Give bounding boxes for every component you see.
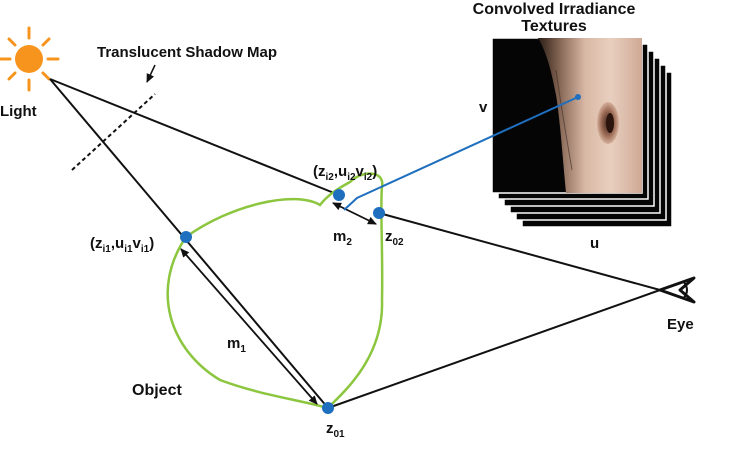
point-z02 — [373, 207, 385, 219]
object-outline — [166, 172, 384, 410]
shadow-map-plane — [71, 93, 156, 171]
texture-title-line2: Textures — [521, 18, 587, 35]
shadow-map-label: Translucent Shadow Map — [97, 44, 277, 61]
m1-arrow — [180, 248, 318, 405]
light-label: Light — [0, 103, 37, 120]
point-zi1 — [180, 231, 192, 243]
v-axis-label: v — [479, 99, 488, 116]
object-label: Object — [132, 382, 182, 399]
z02-label: z02 — [385, 228, 404, 248]
texture-title-line1: Convolved Irradiance — [473, 1, 636, 18]
u-axis-label: u — [590, 235, 599, 252]
m2-arrow — [332, 202, 377, 225]
point-zi2 — [333, 189, 345, 201]
texture-lookup-line — [343, 96, 579, 211]
shadow-map-pointer — [146, 64, 156, 83]
m2-label: m2 — [333, 228, 352, 248]
eye-icon — [658, 276, 696, 304]
face-texture-image — [538, 38, 642, 193]
point-i1-label: (zi1,ui1vi1) — [90, 235, 154, 255]
m1-label: m1 — [227, 335, 246, 355]
texture-lookup-point — [575, 94, 581, 100]
eye-ray-2 — [378, 212, 661, 291]
point-z01 — [322, 402, 334, 414]
sun-icon — [0, 26, 60, 92]
eye-label: Eye — [667, 316, 694, 333]
light-ray-2 — [49, 78, 340, 196]
z01-label: z01 — [326, 420, 345, 440]
eye-ray-1 — [327, 289, 661, 409]
point-i2-label: (zi2,ui2vi2) — [313, 163, 377, 183]
